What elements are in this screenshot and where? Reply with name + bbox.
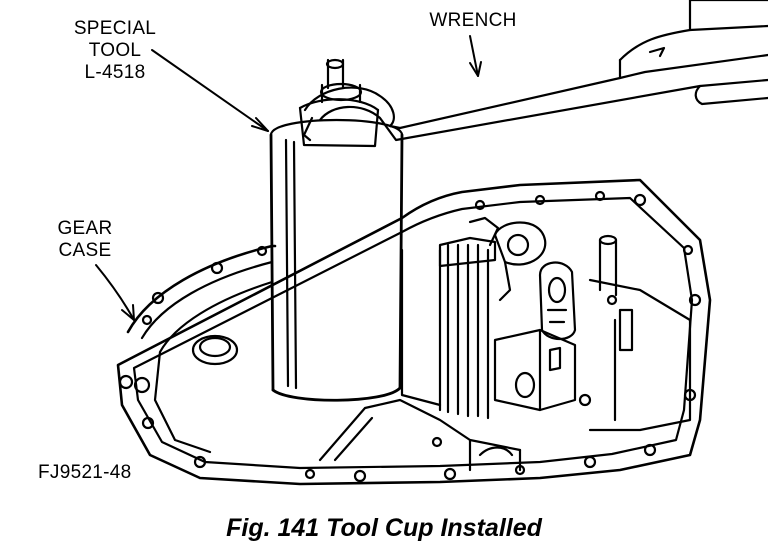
special-tool-label-line-3: L-4518 xyxy=(84,62,146,83)
gear-case-label-line-2: CASE xyxy=(58,240,112,261)
gear-case-label: GEAR CASE xyxy=(40,218,130,262)
wrench-tool xyxy=(302,0,768,142)
figure-id-label: FJ9521-48 xyxy=(38,462,132,483)
tool-cup-cylinder xyxy=(269,118,404,402)
gear-case-label-line-1: GEAR xyxy=(57,218,113,239)
tool-cup-nut xyxy=(298,58,380,148)
wrench-label: WRENCH xyxy=(429,10,517,31)
special-tool-label-line-1: SPECIAL xyxy=(73,18,157,39)
special-tool-label-line-2: TOOL xyxy=(88,40,142,61)
special-tool-label: SPECIAL TOOL L-4518 xyxy=(60,18,170,84)
figure-caption: Fig. 141 Tool Cup Installed xyxy=(226,514,542,542)
gear-case-housing xyxy=(116,178,712,486)
gear-case-internals xyxy=(400,216,692,432)
label-leader-lines xyxy=(95,35,482,321)
